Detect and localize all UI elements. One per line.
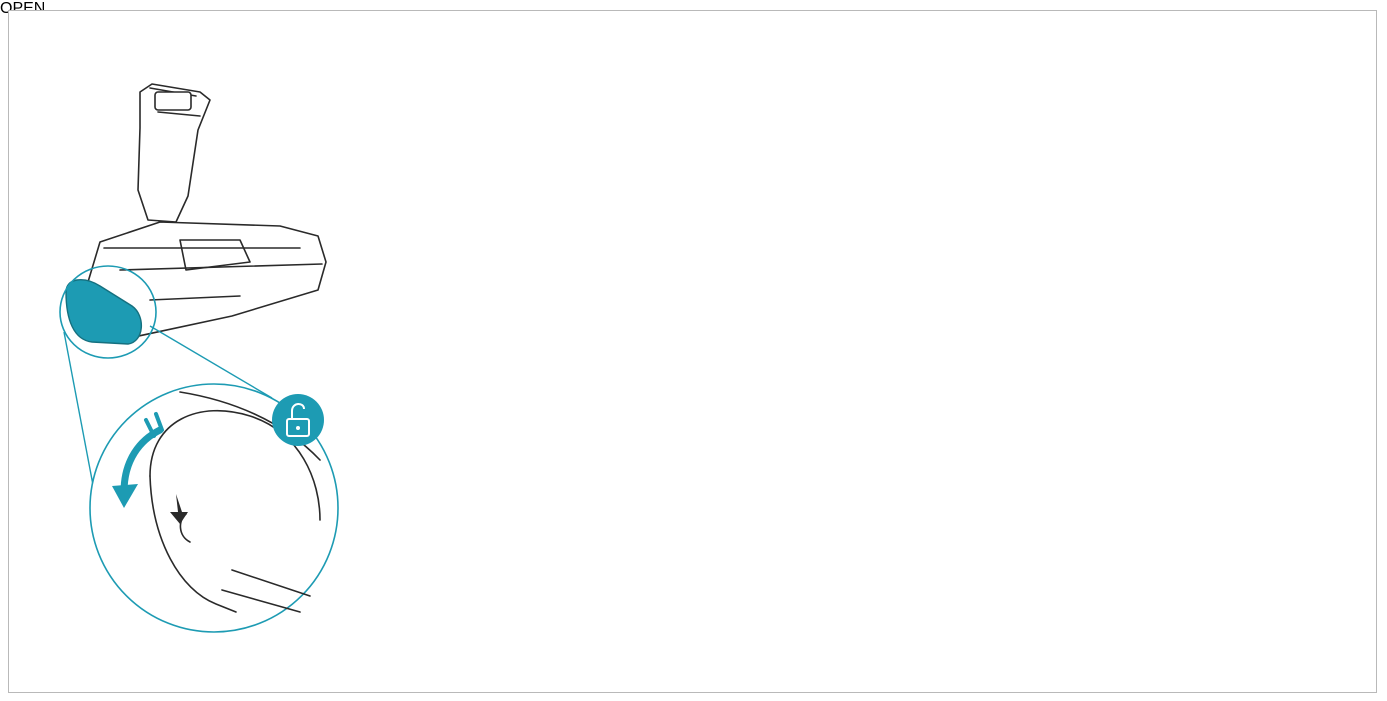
zoom-circle	[89, 383, 339, 633]
brush-cover	[65, 279, 142, 345]
unlock-icon	[272, 394, 324, 446]
step-1-vacuum-head	[59, 83, 339, 633]
